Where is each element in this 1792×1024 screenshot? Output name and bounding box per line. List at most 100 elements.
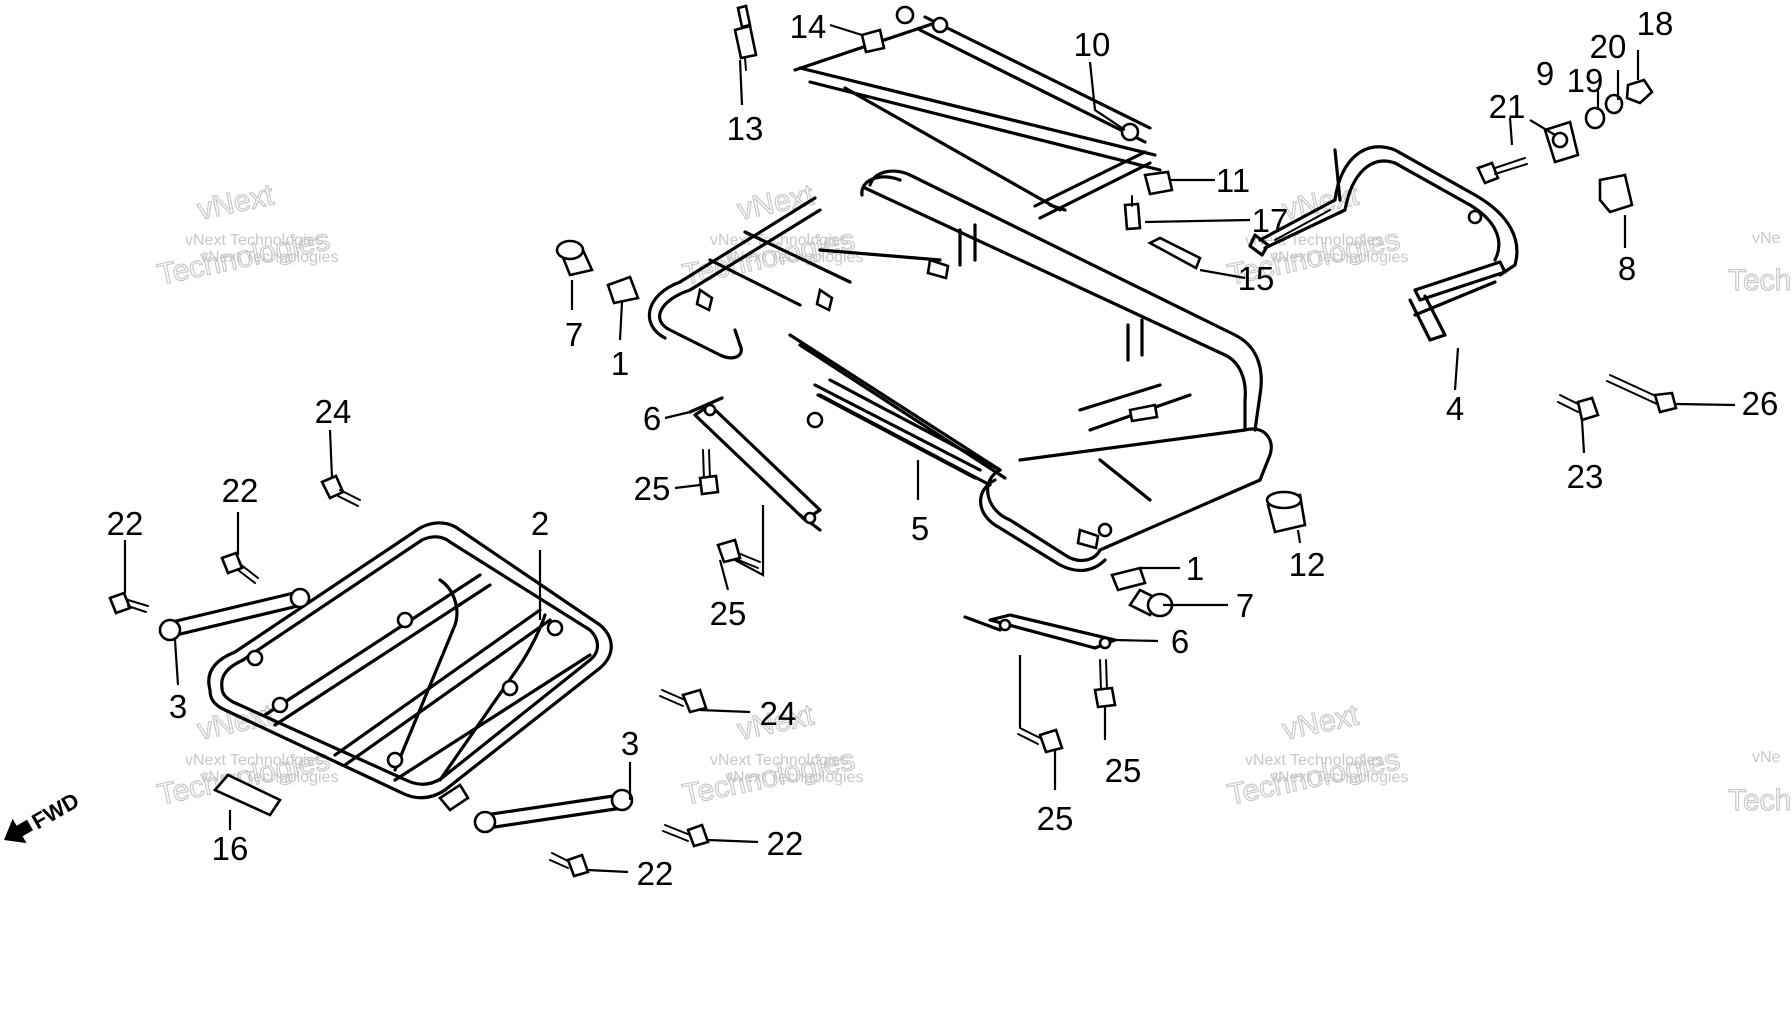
watermark-edge: Tech <box>1728 264 1791 297</box>
part-14-grommet <box>860 28 886 54</box>
callout-13: 13 <box>727 110 764 147</box>
part-25-bolt-d <box>1017 727 1064 754</box>
svg-text:vNext Technologies: vNext Technologies <box>1245 752 1383 769</box>
part-25-bolt-c <box>1093 659 1117 709</box>
part-8-holder <box>1598 173 1634 214</box>
part-11-clip <box>1143 170 1174 196</box>
part-6-stay-lower <box>963 613 1117 650</box>
part-21-bolt <box>1476 157 1528 185</box>
part-22-bolt-a <box>108 591 149 615</box>
callout-25-b: 25 <box>710 595 747 632</box>
callout-22-b: 22 <box>107 505 144 542</box>
part-18-nut <box>1625 78 1654 105</box>
watermark-edge: Tech <box>1728 784 1791 817</box>
callout-26: 26 <box>1742 385 1779 422</box>
part-26-bolt <box>1606 374 1678 414</box>
part-25-bolt-b <box>716 538 761 569</box>
part-19-washer <box>1584 106 1606 130</box>
svg-text:vNext Technologies: vNext Technologies <box>185 752 323 769</box>
callout-6-upper: 6 <box>643 400 661 437</box>
fwd-arrow-icon: FWD <box>4 788 83 844</box>
callout-11: 11 <box>1216 162 1250 199</box>
callout-9: 9 <box>1536 55 1554 92</box>
callout-5: 5 <box>911 510 929 547</box>
part-3-stay-right <box>473 788 634 834</box>
part-9-holder <box>1543 120 1580 164</box>
callout-22-d: 22 <box>637 855 674 892</box>
callout-23: 23 <box>1567 458 1604 495</box>
svg-text:vNext Technologies: vNext Technologies <box>1270 249 1408 266</box>
watermark: vNext Technologies vNext Technologies vN… <box>154 178 338 293</box>
callout-8: 8 <box>1618 250 1636 287</box>
fwd-label: FWD <box>27 788 83 835</box>
callout-16: 16 <box>212 830 249 867</box>
part-20-washer <box>1604 93 1624 115</box>
callout-7-lower: 7 <box>1236 587 1254 624</box>
part-10-carrier-bracket <box>793 5 1162 220</box>
part-2-front-carrier <box>207 521 613 812</box>
svg-text:vNext Technologies: vNext Technologies <box>725 769 863 786</box>
callout-12: 12 <box>1289 546 1326 583</box>
part-1-bush-lower <box>1110 566 1147 592</box>
callout-24-b: 24 <box>760 695 797 732</box>
callout-14: 14 <box>790 8 827 45</box>
part-4-support-bracket <box>1248 145 1519 342</box>
svg-text:vNext: vNext <box>195 178 278 226</box>
svg-text:vNext Technologies: vNext Technologies <box>725 249 863 266</box>
part-5-rear-carrier <box>647 169 1273 573</box>
leader-lines <box>123 23 1736 874</box>
svg-text:vNext: vNext <box>195 698 278 746</box>
callout-21: 21 <box>1489 88 1526 125</box>
callout-10: 10 <box>1074 26 1111 63</box>
part-22-bolt-c <box>662 823 710 848</box>
callout-19: 19 <box>1567 62 1604 99</box>
part-22-bolt-d <box>549 852 590 878</box>
part-24-bolt-a <box>320 474 361 507</box>
svg-text:vNext: vNext <box>1280 178 1363 226</box>
part-16-plate <box>212 773 282 817</box>
callout-3-right: 3 <box>621 725 639 762</box>
callout-1-lower: 1 <box>1186 550 1204 587</box>
svg-text:vNext Technologies: vNext Technologies <box>1245 232 1383 249</box>
part-23-bolt <box>1557 394 1600 422</box>
part-1-bush-upper <box>606 275 640 305</box>
part-12-collar <box>1265 490 1307 534</box>
part-3-stay-left <box>158 587 311 642</box>
callout-labels: 14 13 10 11 17 15 9 21 19 20 18 8 4 26 2… <box>107 5 1779 892</box>
watermark-edge: vNe <box>1752 230 1781 247</box>
callout-15: 15 <box>1238 260 1275 297</box>
part-22-bolt-b <box>220 551 259 584</box>
part-7-collar-left <box>555 239 594 277</box>
callout-25-d: 25 <box>1037 800 1074 837</box>
callout-18: 18 <box>1637 5 1674 42</box>
callout-25-c: 25 <box>1105 752 1142 789</box>
callout-22-a: 22 <box>222 472 259 509</box>
part-13-bolt <box>733 4 758 71</box>
watermark: vNext Technologies vNext Technologies vN… <box>1224 698 1408 813</box>
callout-7-upper: 7 <box>565 316 583 353</box>
svg-text:vNext Technologies: vNext Technologies <box>710 752 848 769</box>
watermark-edge: vNe <box>1752 749 1781 766</box>
callout-3-left: 3 <box>169 688 187 725</box>
svg-text:vNext Technologies: vNext Technologies <box>200 249 338 266</box>
callout-25-a: 25 <box>634 470 671 507</box>
svg-text:vNext: vNext <box>1280 698 1363 746</box>
callout-1-upper: 1 <box>611 345 629 382</box>
watermark-layer: vNext Technologies vNext Technologies vN… <box>154 178 1792 818</box>
part-6-stay-upper <box>688 396 822 532</box>
callout-22-c: 22 <box>767 825 804 862</box>
callout-6-lower: 6 <box>1171 623 1189 660</box>
part-25-bolt-a <box>698 449 720 496</box>
callout-4: 4 <box>1446 390 1464 427</box>
callout-2: 2 <box>531 505 549 542</box>
svg-text:vNext Technologies: vNext Technologies <box>185 232 323 249</box>
part-7-collar-right <box>1128 588 1174 618</box>
part-24-bolt-b <box>659 688 708 714</box>
svg-text:vNext Technologies: vNext Technologies <box>1270 769 1408 786</box>
svg-text:vNext Technologies: vNext Technologies <box>710 232 848 249</box>
callout-20: 20 <box>1590 28 1627 65</box>
callout-17: 17 <box>1252 202 1289 239</box>
part-17-screw <box>1123 195 1142 231</box>
part-15-plate <box>1147 236 1202 270</box>
